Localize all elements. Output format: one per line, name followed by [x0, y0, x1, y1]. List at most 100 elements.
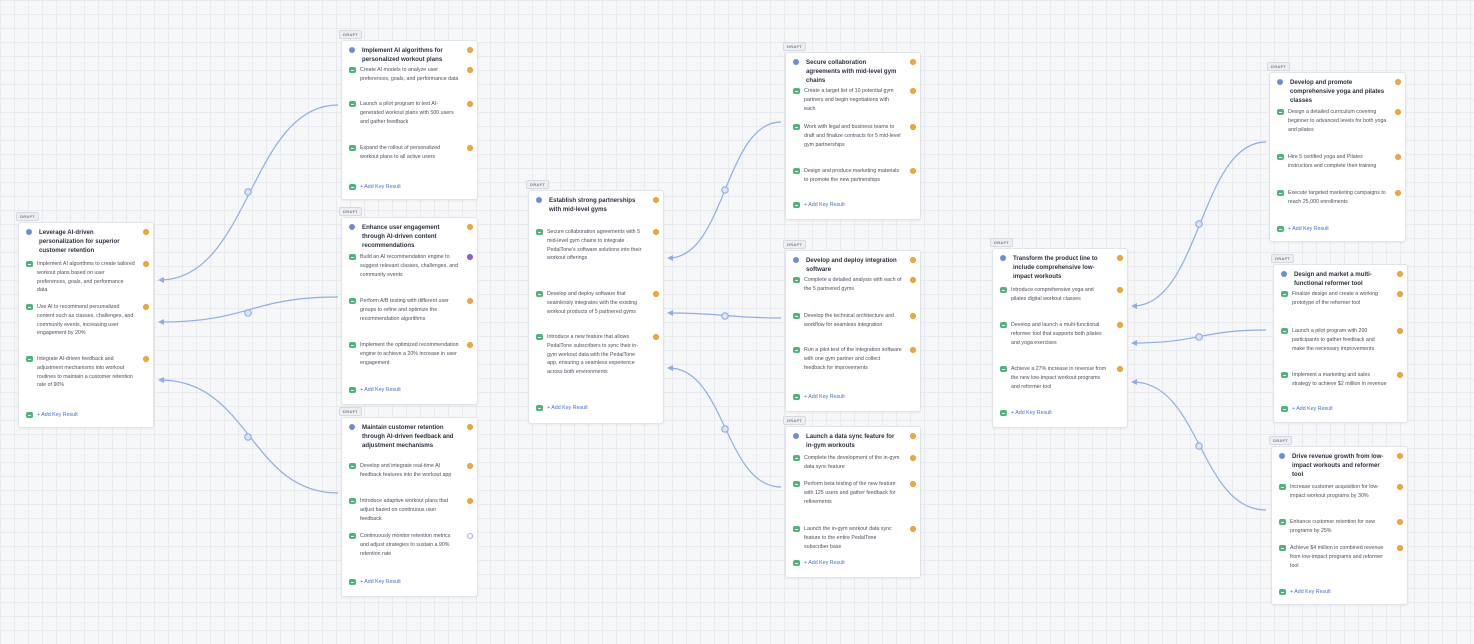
key-result-status-dot[interactable] — [467, 533, 473, 539]
add-key-result-label: + Add Key Result — [37, 412, 78, 418]
objective-status-dot[interactable] — [653, 197, 659, 203]
key-result-status-dot[interactable] — [467, 463, 473, 469]
draft-badge: DRAFT — [990, 238, 1014, 247]
key-result-status-dot[interactable] — [1397, 372, 1403, 378]
key-result-status-dot[interactable] — [1395, 190, 1401, 196]
key-result-status-dot[interactable] — [467, 254, 473, 260]
key-result-status-dot[interactable] — [1397, 484, 1403, 490]
add-key-result-button[interactable]: + Add Key Result — [1279, 588, 1331, 596]
objective-card[interactable]: DRAFT Transform the product line to inclu… — [990, 238, 1128, 428]
objective-title[interactable]: Launch a data sync feature for in-gym wo… — [806, 433, 895, 449]
key-result-status-dot[interactable] — [467, 145, 473, 151]
objective-status-dot[interactable] — [1397, 271, 1403, 277]
key-result-status-dot[interactable] — [910, 455, 916, 461]
add-key-result-button[interactable]: + Add Key Result — [349, 183, 401, 191]
key-result-status-dot[interactable] — [1395, 154, 1401, 160]
objective-status-dot[interactable] — [467, 47, 473, 53]
key-result-status-dot[interactable] — [1117, 287, 1123, 293]
key-result-status-dot[interactable] — [467, 342, 473, 348]
key-result-status-dot[interactable] — [1397, 291, 1403, 297]
key-result-text: Implement the optimized recommendation e… — [360, 342, 459, 366]
key-result-status-dot[interactable] — [467, 67, 473, 73]
key-result-status-dot[interactable] — [1397, 519, 1403, 525]
add-key-result-button[interactable]: + Add Key Result — [349, 578, 401, 586]
objective-title[interactable]: Implement AI algorithms for personalized… — [362, 47, 443, 63]
key-result-status-dot[interactable] — [910, 124, 916, 130]
key-result-status-dot[interactable] — [467, 298, 473, 304]
objective-status-dot[interactable] — [910, 59, 916, 65]
key-result-status-dot[interactable] — [1395, 109, 1401, 115]
objective-status-dot[interactable] — [1397, 453, 1403, 459]
key-result-text: Introduce a new feature that allows Peda… — [547, 334, 638, 376]
key-result-status-dot[interactable] — [143, 304, 149, 310]
objective-title[interactable]: Transform the product line to include co… — [1013, 255, 1098, 280]
key-result-icon — [349, 254, 356, 260]
key-result-status-dot[interactable] — [1117, 322, 1123, 328]
add-key-result-button[interactable]: + Add Key Result — [1277, 225, 1329, 233]
add-key-result-button[interactable]: + Add Key Result — [793, 201, 845, 209]
objective-title[interactable]: Develop and promote comprehensive yoga a… — [1290, 79, 1385, 104]
key-result-text: Use AI to recommend personalized content… — [37, 304, 134, 337]
add-key-result-button[interactable]: + Add Key Result — [349, 386, 401, 394]
key-result-status-dot[interactable] — [467, 498, 473, 504]
objective-card[interactable]: DRAFT Maintain customer retention through… — [339, 407, 478, 597]
draft-badge: DRAFT — [339, 407, 363, 416]
connector-c8-c5 — [668, 367, 782, 488]
add-key-result-button[interactable]: + Add Key Result — [793, 559, 845, 567]
key-result-status-dot[interactable] — [910, 481, 916, 487]
key-result-text: Introduce comprehensive yoga and pilates… — [1011, 287, 1094, 302]
key-result-status-dot[interactable] — [910, 277, 916, 283]
objective-title[interactable]: Drive revenue growth from low-impact wor… — [1292, 453, 1384, 478]
key-result-status-dot[interactable] — [910, 168, 916, 174]
objective-status-dot[interactable] — [910, 257, 916, 263]
key-result-status-dot[interactable] — [1117, 366, 1123, 372]
key-result-status-dot[interactable] — [910, 347, 916, 353]
add-key-result-button[interactable]: + Add Key Result — [793, 393, 845, 401]
key-result-status-dot[interactable] — [653, 291, 659, 297]
key-result-status-dot[interactable] — [910, 526, 916, 532]
add-key-result-button[interactable]: + Add Key Result — [536, 404, 588, 412]
connector-c7-c5 — [668, 312, 782, 319]
key-result-status-dot[interactable] — [143, 261, 149, 267]
objective-icon — [793, 433, 799, 439]
objective-title[interactable]: Design and market a multi-functional ref… — [1294, 271, 1372, 287]
objective-title[interactable]: Establish strong partnerships with mid-l… — [549, 197, 636, 213]
key-result-status-dot[interactable] — [1397, 328, 1403, 334]
objective-status-dot[interactable] — [1395, 79, 1401, 85]
objective-title[interactable]: Leverage AI-driven personalization for s… — [39, 229, 120, 254]
add-key-result-button[interactable]: + Add Key Result — [1000, 409, 1052, 417]
key-result-status-dot[interactable] — [910, 88, 916, 94]
key-result-status-dot[interactable] — [467, 101, 473, 107]
key-result-status-dot[interactable] — [653, 334, 659, 340]
objective-title[interactable]: Enhance user engagement through AI-drive… — [362, 224, 440, 249]
objective-icon — [349, 424, 355, 430]
objective-status-dot[interactable] — [467, 424, 473, 430]
objective-title[interactable]: Secure collaboration agreements with mid… — [806, 59, 897, 84]
key-result-status-dot[interactable] — [1397, 545, 1403, 551]
key-result-status-dot[interactable] — [143, 356, 149, 362]
draft-badge: DRAFT — [783, 42, 807, 51]
add-key-result-label: + Add Key Result — [804, 560, 845, 566]
objective-status-dot[interactable] — [143, 229, 149, 235]
key-result-status-dot[interactable] — [910, 313, 916, 319]
add-key-result-button[interactable]: + Add Key Result — [26, 411, 78, 419]
objective-status-dot[interactable] — [910, 433, 916, 439]
objective-status-dot[interactable] — [467, 224, 473, 230]
add-key-result-button[interactable]: + Add Key Result — [1281, 405, 1333, 413]
objective-card-body: Enhance user engagement through AI-drive… — [341, 217, 478, 405]
objective-status-dot[interactable] — [1117, 255, 1123, 261]
objective-card[interactable]: DRAFT Secure collaboration agreements wit… — [783, 42, 921, 220]
objective-title[interactable]: Maintain customer retention through AI-d… — [362, 424, 454, 449]
objective-title[interactable]: Develop and deploy integration software — [806, 257, 897, 273]
key-result-status-dot[interactable] — [653, 229, 659, 235]
connector-c2-c1 — [159, 104, 339, 281]
